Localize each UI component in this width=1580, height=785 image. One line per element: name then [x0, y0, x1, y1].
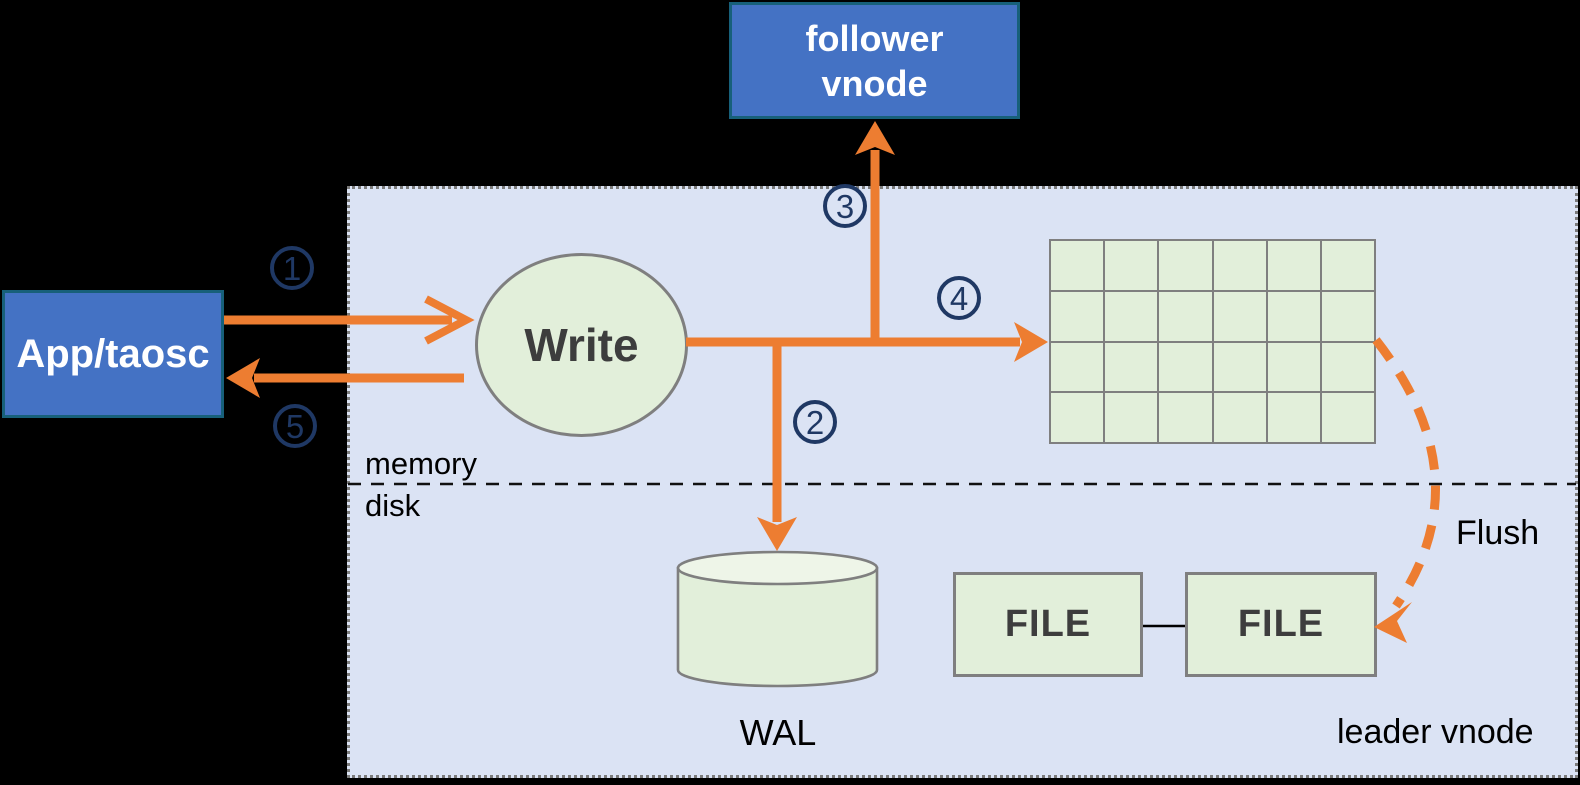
- memtable-cell: [1158, 290, 1213, 342]
- arrow-5-head: [226, 358, 260, 398]
- memtable-cell: [1158, 392, 1213, 443]
- write-label: Write: [524, 319, 639, 371]
- memtable-cell: [1050, 290, 1105, 342]
- arrow-3-head: [855, 121, 895, 155]
- flush-label: Flush: [1456, 514, 1540, 552]
- memtable-cell: [1104, 392, 1159, 443]
- write-circle: Write: [475, 253, 688, 437]
- disk-label: disk: [365, 488, 421, 523]
- step-4-badge: 4: [937, 276, 981, 320]
- memtable-cell: [1320, 392, 1375, 443]
- step-1-badge: 1: [270, 246, 314, 290]
- memtable-grid: [1049, 239, 1376, 444]
- wal-label: WAL: [739, 712, 817, 753]
- memtable-cell: [1212, 290, 1267, 342]
- step-3-badge: 3: [823, 184, 867, 228]
- memtable-cell: [1104, 240, 1159, 291]
- memtable-cell: [1050, 392, 1105, 443]
- follower-vnode-label-line2: vnode: [821, 62, 928, 104]
- memtable-cell: [1050, 240, 1105, 291]
- memtable-cell: [1266, 240, 1321, 291]
- memtable-cell: [1212, 240, 1267, 291]
- app-taosc-box: App/taosc: [2, 290, 224, 418]
- file-box-2: FILE: [1185, 572, 1377, 677]
- memtable-cell: [1320, 341, 1375, 393]
- memtable-cell: [1050, 341, 1105, 393]
- memtable-cell: [1266, 392, 1321, 443]
- memtable-cell: [1212, 341, 1267, 393]
- memtable-cell: [1320, 290, 1375, 342]
- follower-vnode-box: follower vnode: [729, 2, 1020, 119]
- memtable-cell: [1212, 392, 1267, 443]
- step-5-badge: 5: [273, 404, 317, 448]
- memtable-cell: [1104, 290, 1159, 342]
- memtable-cell: [1158, 240, 1213, 291]
- memtable-cell: [1266, 290, 1321, 342]
- memtable-cell: [1104, 341, 1159, 393]
- leader-vnode-label: leader vnode: [1337, 713, 1534, 751]
- follower-vnode-label-line1: follower: [805, 17, 944, 59]
- file-box-1: FILE: [953, 572, 1143, 677]
- memory-label: memory: [365, 446, 477, 481]
- file-2-label: FILE: [1237, 603, 1325, 645]
- memtable-cell: [1320, 240, 1375, 291]
- app-taosc-label: App/taosc: [16, 331, 210, 376]
- file-1-label: FILE: [1004, 603, 1092, 645]
- step-2-badge: 2: [793, 400, 837, 444]
- memtable-cell: [1266, 341, 1321, 393]
- memtable-cell: [1158, 341, 1213, 393]
